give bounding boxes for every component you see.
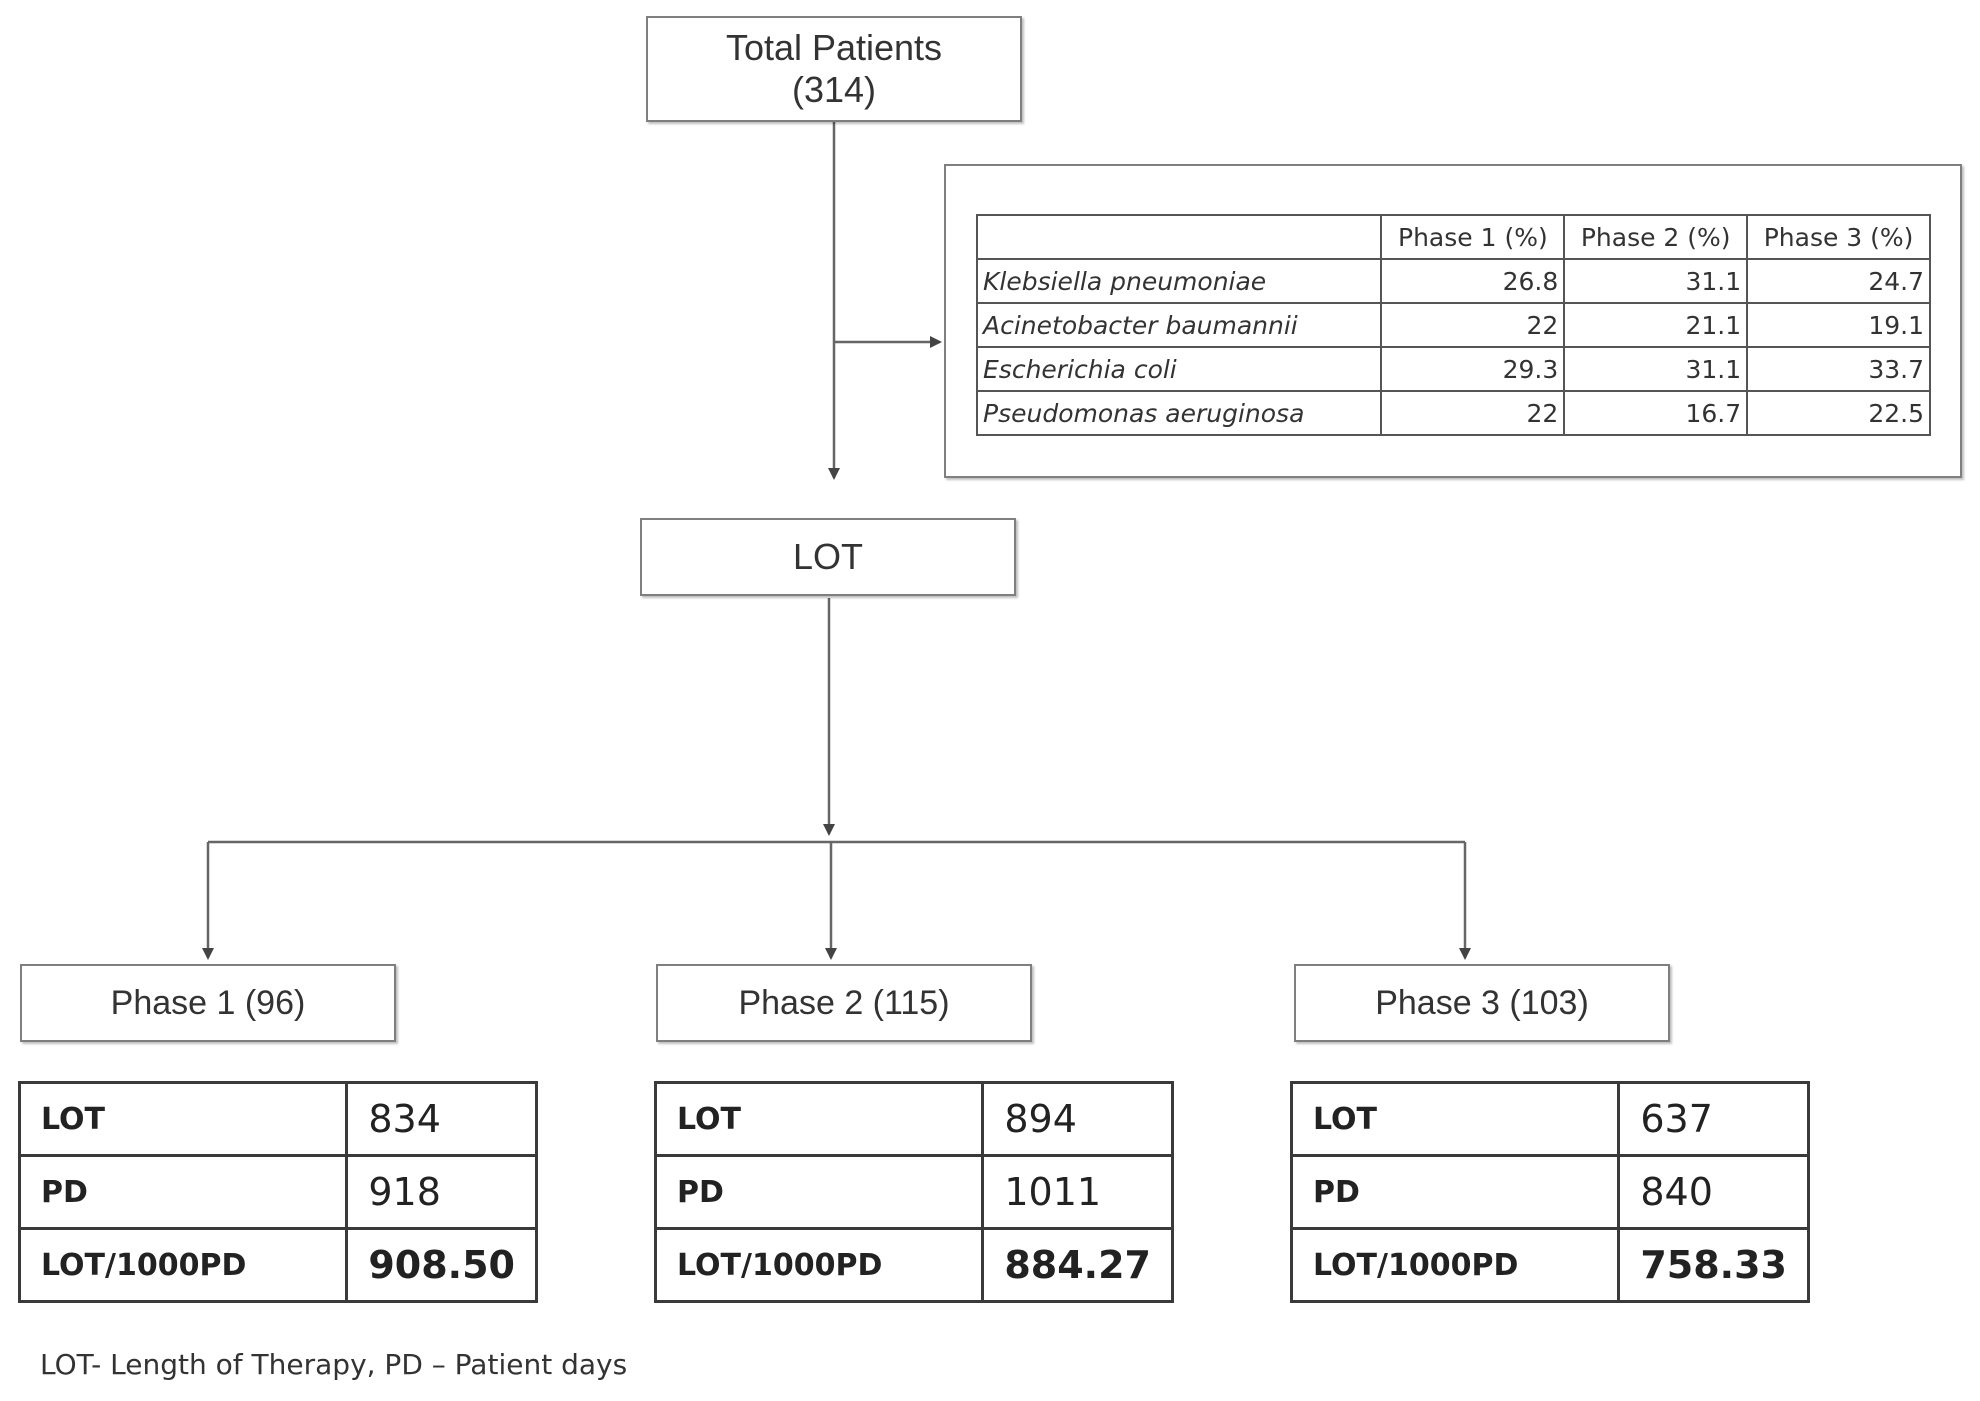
total-patients-node: Total Patients (314)	[646, 16, 1022, 122]
organism-value: 22.5	[1746, 390, 1931, 436]
metric-label: LOT	[17, 1081, 349, 1157]
metric-value: 840	[1617, 1154, 1810, 1230]
total-patients-label: Total Patients	[725, 27, 943, 68]
phase1-node: Phase 1 (96)	[20, 964, 396, 1042]
phase3-node: Phase 3 (103)	[1294, 964, 1670, 1042]
phase2-label: Phase 2 (115)	[738, 983, 950, 1022]
organism-header-phase2: Phase 2 (%)	[1563, 214, 1749, 260]
table-row: Klebsiella pneumoniae 26.8 31.1 24.7	[975, 258, 1931, 304]
phase2-node: Phase 2 (115)	[656, 964, 1032, 1042]
organism-value: 31.1	[1563, 346, 1749, 392]
phase3-lot-table: LOT 637 PD 840 LOT/1000PD 758.33	[1289, 1081, 1810, 1303]
metric-value: 908.50	[345, 1227, 538, 1303]
metric-value: 758.33	[1617, 1227, 1810, 1303]
metric-value: 894	[981, 1081, 1174, 1157]
table-row: LOT 834	[17, 1081, 538, 1157]
organism-value: 29.3	[1380, 346, 1566, 392]
table-row: LOT 637	[1289, 1081, 1810, 1157]
organism-header-blank	[975, 214, 1383, 260]
metric-label: PD	[653, 1154, 985, 1230]
organism-value: 22	[1380, 302, 1566, 348]
metric-label: LOT	[1289, 1081, 1621, 1157]
table-row: PD 840	[1289, 1154, 1810, 1230]
metric-label: LOT/1000PD	[1289, 1227, 1621, 1303]
lot-node-label: LOT	[792, 536, 863, 577]
organism-header-phase1: Phase 1 (%)	[1380, 214, 1566, 260]
table-row: PD 918	[17, 1154, 538, 1230]
organism-value: 24.7	[1746, 258, 1931, 304]
metric-label: PD	[17, 1154, 349, 1230]
organism-value: 26.8	[1380, 258, 1566, 304]
table-row: Pseudomonas aeruginosa 22 16.7 22.5	[975, 390, 1931, 436]
table-row: PD 1011	[653, 1154, 1174, 1230]
organism-name: Acinetobacter baumannii	[975, 302, 1383, 348]
table-row: LOT/1000PD 884.27	[653, 1227, 1174, 1303]
organism-table-header-row: Phase 1 (%) Phase 2 (%) Phase 3 (%)	[975, 214, 1931, 260]
metric-value: 1011	[981, 1154, 1174, 1230]
metric-value: 637	[1617, 1081, 1810, 1157]
organism-value: 22	[1380, 390, 1566, 436]
organism-name: Pseudomonas aeruginosa	[975, 390, 1383, 436]
organism-name: Klebsiella pneumoniae	[975, 258, 1383, 304]
table-row: LOT/1000PD 758.33	[1289, 1227, 1810, 1303]
metric-label: LOT	[653, 1081, 985, 1157]
organism-distribution-panel: Phase 1 (%) Phase 2 (%) Phase 3 (%) Kleb…	[944, 164, 1962, 478]
phase2-lot-table: LOT 894 PD 1011 LOT/1000PD 884.27	[653, 1081, 1174, 1303]
metric-value: 884.27	[981, 1227, 1174, 1303]
phase3-label: Phase 3 (103)	[1375, 983, 1589, 1022]
organism-value: 31.1	[1563, 258, 1749, 304]
phase1-label: Phase 1 (96)	[110, 983, 306, 1022]
total-patients-count: (314)	[791, 69, 877, 110]
organism-value: 33.7	[1746, 346, 1931, 392]
metric-value: 834	[345, 1081, 538, 1157]
table-row: LOT 894	[653, 1081, 1174, 1157]
table-row: Escherichia coli 29.3 31.1 33.7	[975, 346, 1931, 392]
metric-label: PD	[1289, 1154, 1621, 1230]
footnote: LOT- Length of Therapy, PD – Patient day…	[40, 1348, 628, 1381]
table-row: LOT/1000PD 908.50	[17, 1227, 538, 1303]
table-row: Acinetobacter baumannii 22 21.1 19.1	[975, 302, 1931, 348]
organism-value: 21.1	[1563, 302, 1749, 348]
metric-label: LOT/1000PD	[653, 1227, 985, 1303]
organism-value: 16.7	[1563, 390, 1749, 436]
metric-value: 918	[345, 1154, 538, 1230]
organism-header-phase3: Phase 3 (%)	[1746, 214, 1931, 260]
organism-name: Escherichia coli	[975, 346, 1383, 392]
organism-value: 19.1	[1746, 302, 1931, 348]
lot-node: LOT	[640, 518, 1016, 596]
metric-label: LOT/1000PD	[17, 1227, 349, 1303]
phase1-lot-table: LOT 834 PD 918 LOT/1000PD 908.50	[17, 1081, 538, 1303]
organism-table: Phase 1 (%) Phase 2 (%) Phase 3 (%) Kleb…	[975, 214, 1931, 436]
